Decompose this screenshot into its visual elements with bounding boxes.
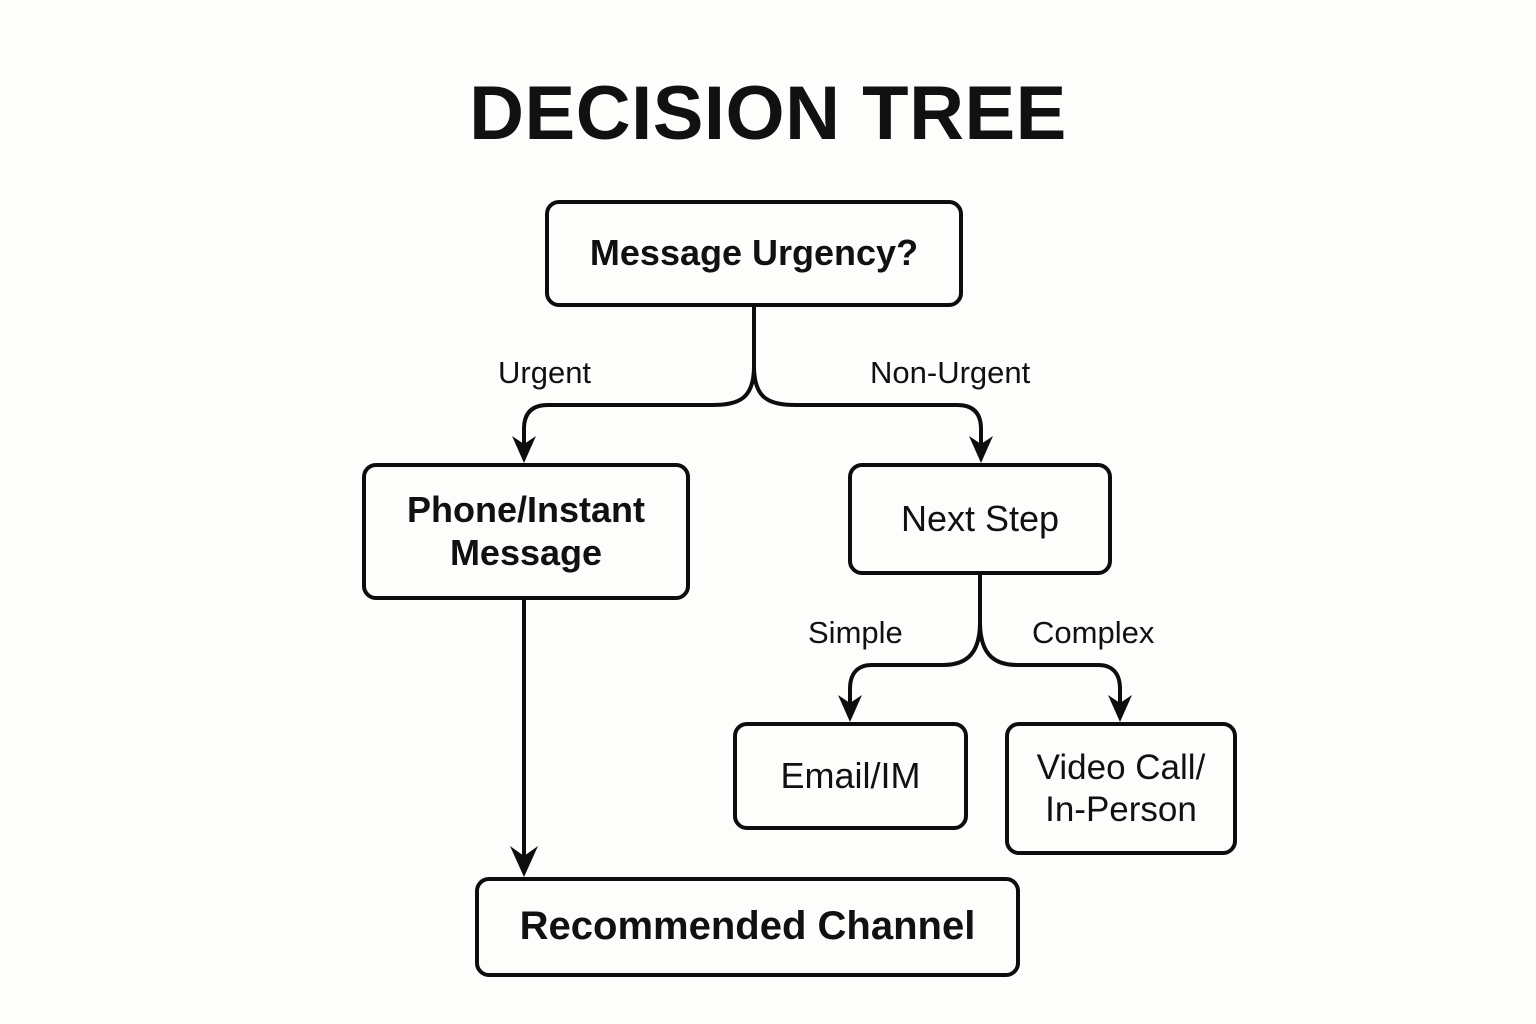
edge-root-to-phone	[522, 365, 756, 450]
node-recommended-channel[interactable]: Recommended Channel	[475, 877, 1020, 977]
node-email-im-label: Email/IM	[780, 754, 921, 796]
edge-next-to-email	[848, 621, 982, 708]
node-next-step[interactable]: Next Step	[848, 463, 1112, 575]
edge-label-simple: Simple	[808, 615, 903, 650]
node-video-call-in-person-label: Video Call/ In-Person	[1036, 748, 1206, 829]
arrowhead-phone-to-recommended	[510, 846, 538, 877]
node-message-urgency-label: Message Urgency?	[589, 232, 919, 274]
node-phone-instant-message-label: Phone/Instant Message	[406, 489, 645, 573]
node-recommended-channel-label: Recommended Channel	[519, 904, 976, 949]
edge-label-complex: Complex	[1032, 615, 1155, 650]
node-message-urgency[interactable]: Message Urgency?	[545, 200, 963, 307]
node-next-step-label: Next Step	[900, 497, 1060, 539]
node-phone-instant-message[interactable]: Phone/Instant Message	[362, 463, 690, 600]
arrowhead-root-to-next	[969, 436, 993, 463]
arrowhead-next-to-video	[1108, 695, 1132, 722]
node-email-im[interactable]: Email/IM	[733, 722, 968, 830]
edge-next-to-video	[978, 621, 1122, 708]
page-title: DECISION TREE	[469, 71, 1067, 156]
arrowhead-root-to-phone	[512, 436, 536, 463]
edge-root-to-next	[752, 365, 983, 450]
edge-label-non-urgent: Non-Urgent	[870, 355, 1031, 390]
edge-label-urgent: Urgent	[498, 355, 592, 390]
arrowhead-next-to-email	[838, 695, 862, 722]
node-video-call-in-person[interactable]: Video Call/ In-Person	[1005, 722, 1237, 855]
